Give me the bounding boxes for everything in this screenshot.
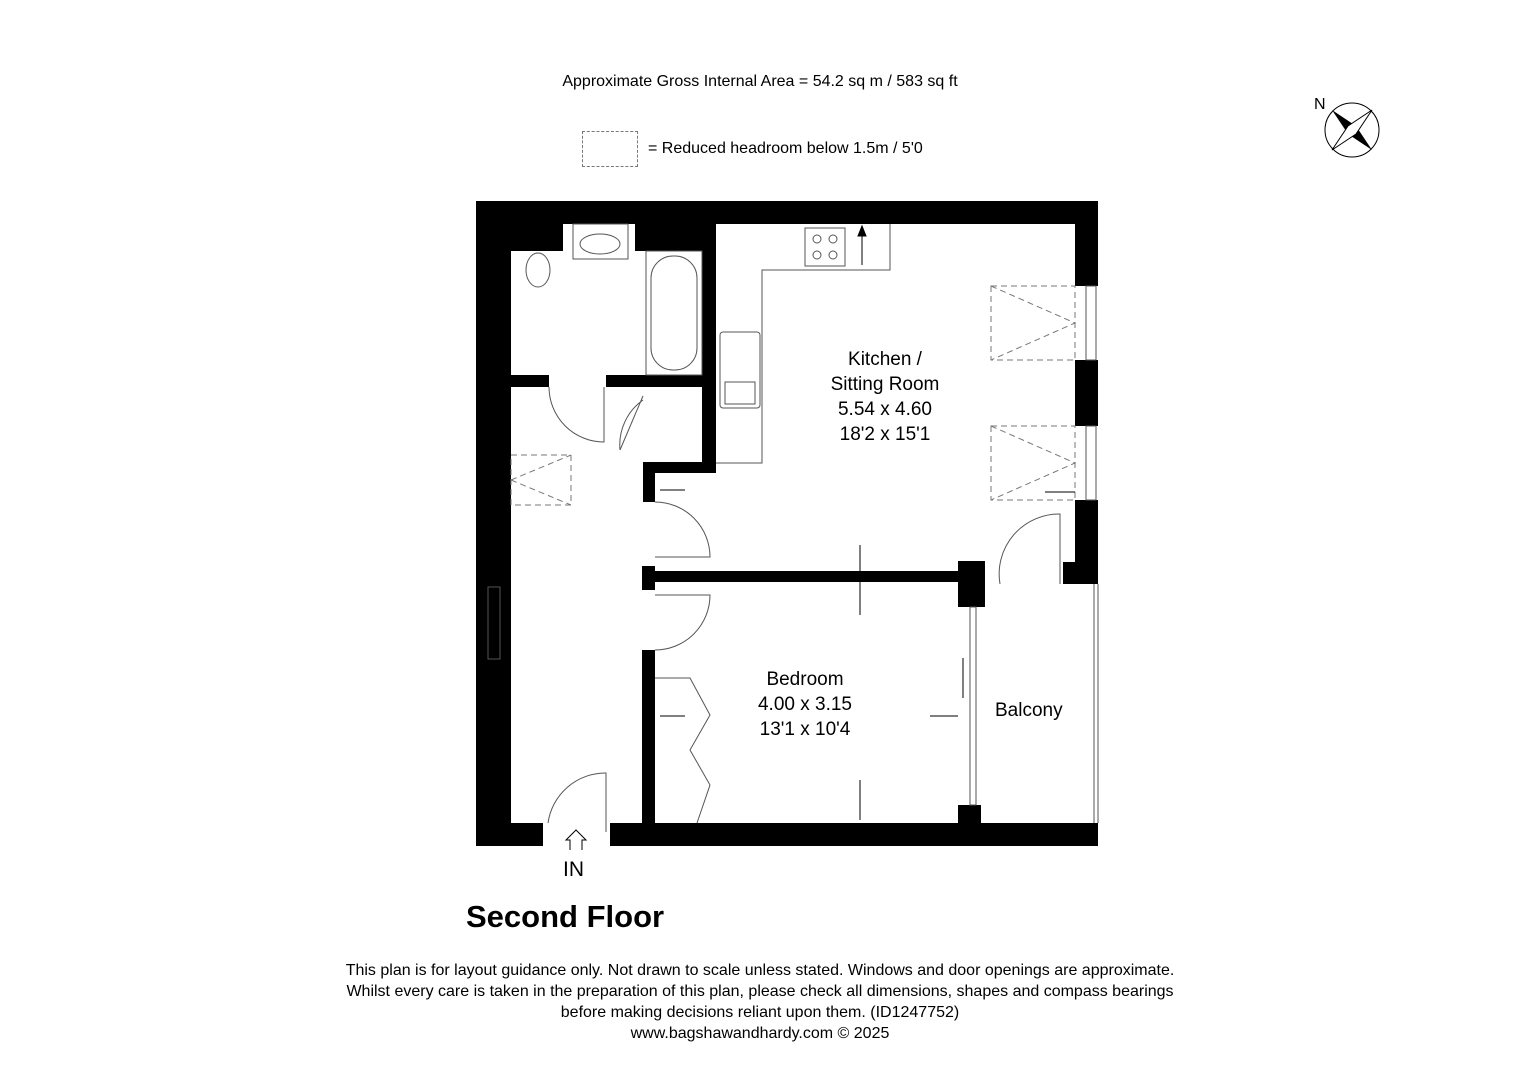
disclaimer-line: Whilst every care is taken in the prepar… xyxy=(346,983,1174,1000)
door-swing xyxy=(654,501,711,558)
wardrobe xyxy=(655,677,711,824)
cupboard xyxy=(487,586,501,660)
kitchen-sitting-room-label: Kitchen / Sitting Room 5.54 x 4.60 18'2 … xyxy=(800,347,970,447)
compass-rose-icon xyxy=(1324,102,1380,158)
room-dimensions-imperial: 13'1 x 10'4 xyxy=(759,719,851,740)
window xyxy=(1085,285,1097,361)
walls xyxy=(476,201,1098,846)
reduced-headroom-legend-label: = Reduced headroom below 1.5m / 5'0 xyxy=(648,140,923,157)
toilet-icon xyxy=(525,252,551,288)
kitchen-counter xyxy=(716,224,891,464)
room-dimensions-metric: 5.54 x 4.60 xyxy=(837,399,933,420)
floor-title: Second Floor xyxy=(466,899,665,934)
entrance-label: IN xyxy=(563,858,584,881)
bath-icon xyxy=(645,250,703,376)
entrance-arrow-icon xyxy=(564,829,588,850)
sink-icon xyxy=(719,331,761,409)
door-swing xyxy=(654,594,711,651)
balcony-label: Balcony xyxy=(995,700,1063,721)
compass-north-label: N xyxy=(1314,96,1326,113)
room-dimensions-imperial: 18'2 x 15'1 xyxy=(839,424,931,445)
website-copyright: www.bagshawandhardy.com © 2025 xyxy=(630,1025,890,1042)
entrance-door-swing xyxy=(547,772,607,832)
gross-internal-area: Approximate Gross Internal Area = 54.2 s… xyxy=(562,73,958,90)
reduced-headroom-legend-swatch xyxy=(582,131,638,167)
door-swing xyxy=(548,386,605,443)
window xyxy=(1085,425,1097,501)
reduced-headroom-zones xyxy=(510,285,1077,506)
disclaimer: This plan is for layout guidance only. N… xyxy=(0,960,1520,1044)
room-name: Bedroom xyxy=(766,669,844,690)
basin-icon xyxy=(572,223,629,260)
bedroom-label: Bedroom 4.00 x 3.15 13'1 x 10'4 xyxy=(720,667,890,742)
disclaimer-line: before making decisions reliant upon the… xyxy=(560,1004,960,1021)
hob-icon xyxy=(804,227,846,267)
door-swing xyxy=(619,395,644,451)
room-name: Kitchen / xyxy=(848,349,922,370)
disclaimer-line: This plan is for layout guidance only. N… xyxy=(345,962,1175,979)
room-dimensions-metric: 4.00 x 3.15 xyxy=(757,694,853,715)
room-name: Sitting Room xyxy=(830,374,940,395)
sliding-door xyxy=(969,606,977,806)
door-swing xyxy=(998,513,1061,585)
